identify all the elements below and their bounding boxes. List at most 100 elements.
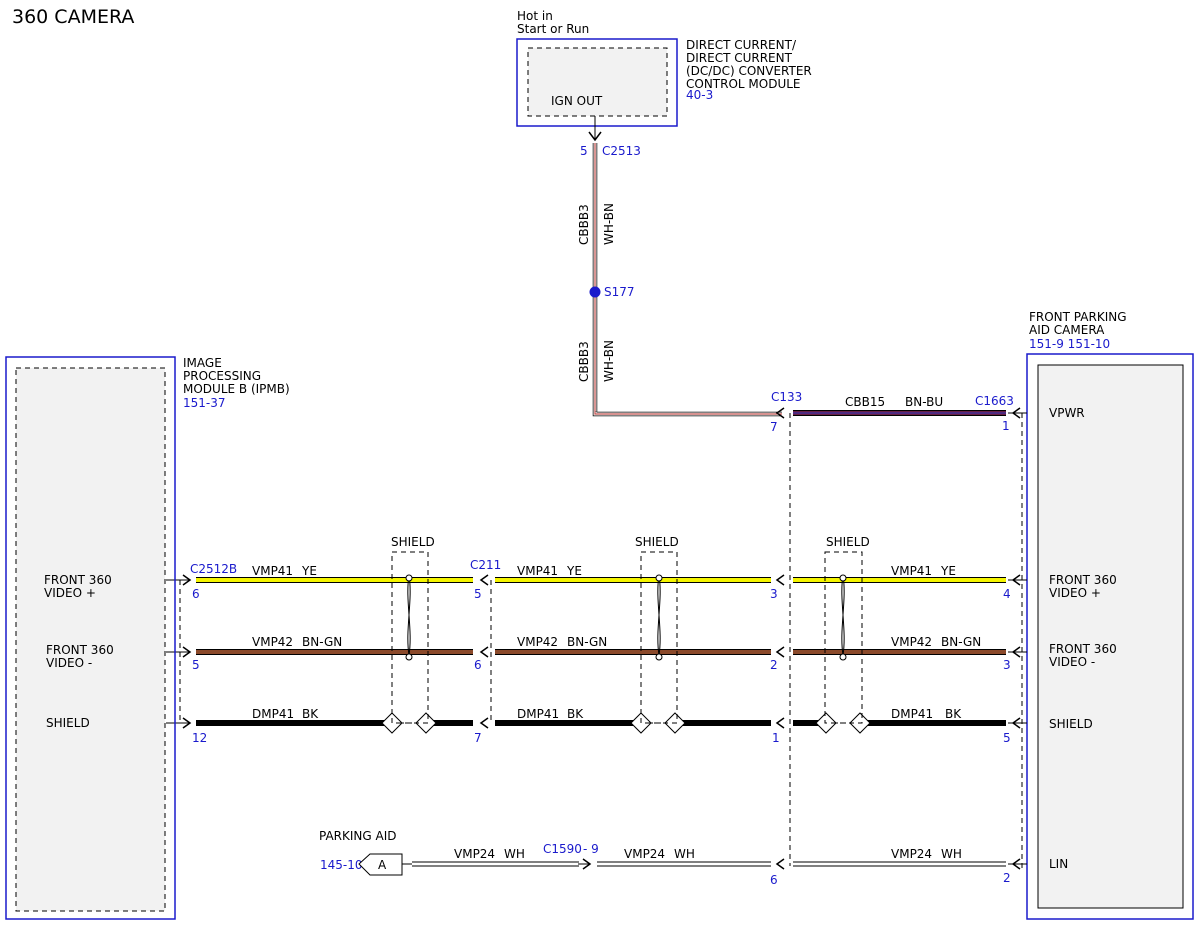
wire-vmp24-color-3: WH [941,847,962,861]
c133-pin-3: 3 [770,587,778,601]
wire-cbbb3-color-upper: WH-BN [602,203,616,245]
wire-vmp41-color-2: YE [566,564,582,578]
c2512b-pin-6: 6 [192,587,200,601]
camera-ref: 151-9 151-10 [1029,337,1110,351]
camera-module-box [1026,353,1194,920]
camera-module-inner [1037,364,1184,909]
c1663-connector: C1663 [975,394,1014,408]
wire-dmp41-circuit-2: DMP41 [517,707,559,721]
splice-label: S177 [604,285,635,299]
c133-pin-1: 1 [772,731,780,745]
dcdc-name-3: (DC/DC) CONVERTER [686,64,812,78]
wire-vmp41-circuit-1: VMP41 [252,564,293,578]
dcdc-module-inner [527,47,668,117]
c2512b-pin-arrows [166,574,192,729]
c211-pin-5: 5 [474,587,482,601]
wire-dmp41-color-2: BK [567,707,584,721]
dcdc-name-4: CONTROL MODULE [686,77,801,91]
camera-name-1: FRONT PARKING [1029,310,1127,324]
power-label-2: Start or Run [517,22,589,36]
c2512b-pin-5: 5 [192,658,200,672]
c2512b-connector: C2512B [190,562,237,576]
ipmb-pin-video-plus-2: VIDEO + [44,586,96,600]
c133-pin-7: 7 [770,420,778,434]
dcdc-name-1: DIRECT CURRENT/ [686,38,797,52]
splice-s177-icon [589,286,601,298]
power-label-1: Hot in [517,9,553,23]
parking-aid-ref: 145-10 [320,858,363,872]
camera-name-2: AID CAMERA [1029,323,1105,337]
c133-pin-2: 2 [770,658,778,672]
wire-vmp42-circuit-3: VMP42 [891,635,932,649]
wire-vmp24-circuit-3: VMP24 [891,847,932,861]
wire-vmp41-color-3: YE [940,564,956,578]
c2513-pin: 5 [580,144,588,158]
camera-pin-lin: LIN [1049,857,1068,871]
wire-dmp41-color-3: BK [945,707,962,721]
shield-label-3: SHIELD [826,535,870,549]
c211-pin-arrows [479,574,489,729]
c1663-pin-4: 4 [1003,587,1011,601]
camera-pin-arrows [1008,407,1027,870]
c1590-pin: - 9 [583,842,599,856]
wire-vmp41-circuit-2: VMP41 [517,564,558,578]
wire-cbb15-color: BN-BU [905,395,943,409]
c133-connector: C133 [771,390,802,404]
ipmb-name-3: MODULE B (IPMB) [183,382,290,396]
shield-label-2: SHIELD [635,535,679,549]
wire-vmp41-color-1: YE [301,564,317,578]
parking-aid-tag: A [378,858,387,872]
ipmb-name-2: PROCESSING [183,369,261,383]
shield-2 [640,551,678,724]
wire-vmp24-color-2: WH [674,847,695,861]
wire-vmp24-color-1: WH [504,847,525,861]
camera-pin-video-minus-2: VIDEO - [1049,655,1095,669]
c133-pin-6: 6 [770,873,778,887]
camera-pin-video-plus-1: FRONT 360 [1049,573,1117,587]
c2513-connector: C2513 [602,144,641,158]
ipmb-pin-video-minus-2: VIDEO - [46,656,92,670]
dcdc-pin-arrow-icon [588,131,602,142]
c211-pin-7: 7 [474,731,482,745]
shield-3 [824,551,863,724]
camera-pin-video-minus-1: FRONT 360 [1049,642,1117,656]
c1663-pin-2: 2 [1003,871,1011,885]
wire-vmp24-circuit-1: VMP24 [454,847,495,861]
ipmb-pin-video-plus-1: FRONT 360 [44,573,112,587]
c1663-pin-5: 5 [1003,731,1011,745]
camera-pin-video-plus-2: VIDEO + [1049,586,1101,600]
shield-1 [391,551,429,724]
wire-cbbb3-circuit-lower: CBBB3 [577,341,591,382]
wire-vmp42-color-1: BN-GN [302,635,342,649]
c211-pin-6: 6 [474,658,482,672]
ipmb-pin-video-minus-1: FRONT 360 [46,643,114,657]
wire-vmp42-circuit-1: VMP42 [252,635,293,649]
wire-vmp42-circuit-2: VMP42 [517,635,558,649]
c1663-pin-3: 3 [1003,658,1011,672]
dcdc-module-box [516,38,678,127]
wire-dmp41-circuit-1: DMP41 [252,707,294,721]
wire-vmp42-color-2: BN-GN [567,635,607,649]
dcdc-name-2: DIRECT CURRENT [686,51,793,65]
wire-cbb15-circuit: CBB15 [845,395,885,409]
parking-aid-label: PARKING AID [319,829,397,843]
camera-pin-shield: SHIELD [1049,717,1093,731]
wire-cbbb3-color-lower: WH-BN [602,340,616,382]
dcdc-pin-label: IGN OUT [551,94,603,108]
shield-label-1: SHIELD [391,535,435,549]
page-title: 360 CAMERA [12,6,134,28]
ipmb-pin-shield: SHIELD [46,716,90,730]
wire-vmp24 [402,858,1006,870]
wire-cbbb3-circuit-upper: CBBB3 [577,204,591,245]
ipmb-module-box [5,356,176,920]
ipmb-name-1: IMAGE [183,356,222,370]
wire-vmp42-color-3: BN-GN [941,635,981,649]
dcdc-ref: 40-3 [686,88,713,102]
ipmb-module-inner [15,367,166,912]
c133-pin-arrows [775,407,785,870]
c211-connector: C211 [470,558,501,572]
c1590-connector: C1590 [543,842,582,856]
camera-pin-vpwr: VPWR [1049,406,1085,420]
wire-dmp41-color-1: BK [302,707,319,721]
